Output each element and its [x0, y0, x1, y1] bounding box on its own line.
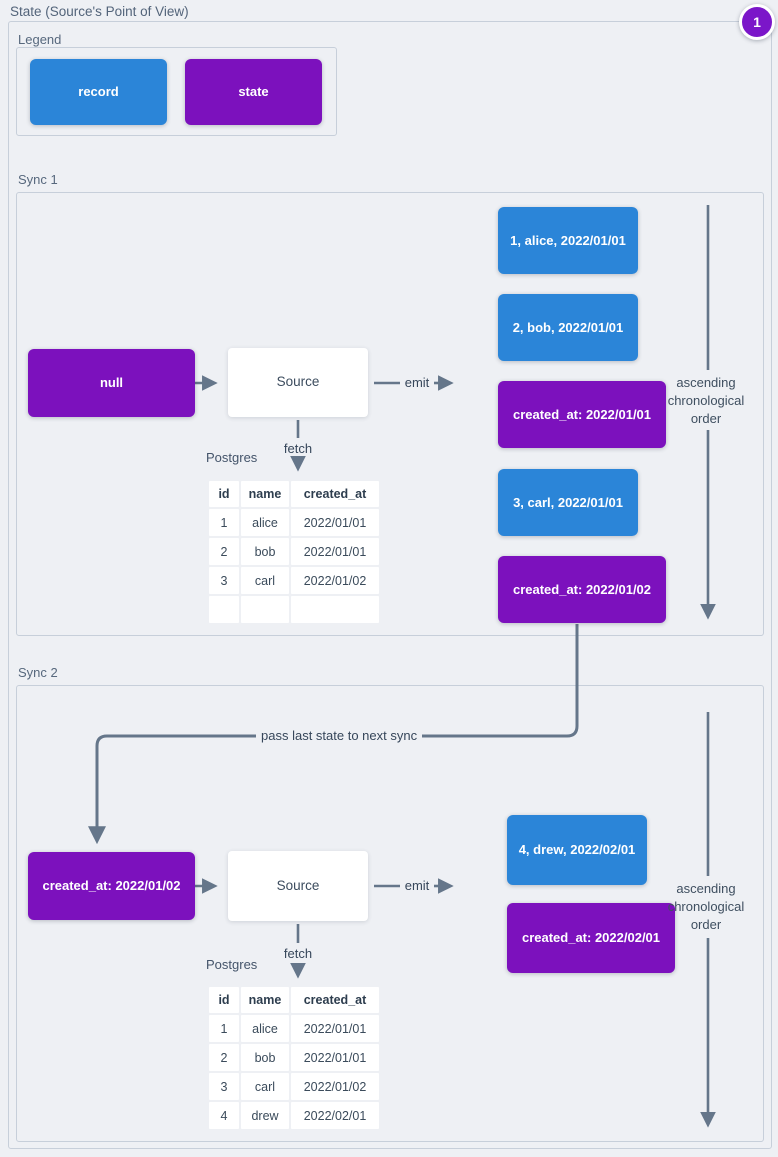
sync1-chronological-order-label: ascending chronological order [667, 375, 745, 426]
sync1-fetch-label: fetch [283, 441, 313, 456]
cell-created-at: 2022/01/01 [291, 1044, 379, 1071]
cell-id: 2 [209, 538, 239, 565]
cell-id: 3 [209, 567, 239, 594]
table-header-row: id name created_at [209, 987, 379, 1013]
table-row-empty [209, 596, 379, 623]
sync1-emit-label: emit [404, 375, 430, 390]
legend-label: Legend [18, 32, 62, 47]
col-created-at: created_at [291, 987, 379, 1013]
sync2-input-state-node: created_at: 2022/01/02 [28, 852, 195, 920]
cell-created-at [291, 596, 379, 623]
sync2-label: Sync 2 [18, 665, 58, 680]
cell-created-at: 2022/01/01 [291, 1015, 379, 1042]
cell-name: bob [241, 538, 289, 565]
record-message: 4, drew, 2022/02/01 [507, 815, 647, 885]
cell-created-at: 2022/01/01 [291, 509, 379, 536]
cell-id: 2 [209, 1044, 239, 1071]
legend-panel [16, 47, 337, 136]
sync1-input-state-node: null [28, 349, 195, 417]
record-message: 3, carl, 2022/01/01 [498, 469, 638, 536]
cell-created-at: 2022/02/01 [291, 1102, 379, 1129]
col-id: id [209, 987, 239, 1013]
cell-created-at: 2022/01/01 [291, 538, 379, 565]
cell-id: 1 [209, 509, 239, 536]
sync1-label: Sync 1 [18, 172, 58, 187]
sync2-emit-label: emit [404, 878, 430, 893]
legend-record-swatch: record [30, 59, 167, 125]
col-name: name [241, 987, 289, 1013]
col-id: id [209, 481, 239, 507]
table-row: 2 bob 2022/01/01 [209, 1044, 379, 1071]
sync2-fetch-label: fetch [283, 946, 313, 961]
record-message: 1, alice, 2022/01/01 [498, 207, 638, 274]
diagram-title: State (Source's Point of View) [10, 4, 189, 19]
table-row: 1 alice 2022/01/01 [209, 1015, 379, 1042]
sync1-postgres-label: Postgres [206, 450, 258, 465]
table-row: 3 carl 2022/01/02 [209, 567, 379, 594]
sync2-postgres-label: Postgres [206, 957, 258, 972]
col-name: name [241, 481, 289, 507]
table-row: 1 alice 2022/01/01 [209, 509, 379, 536]
cell-name: carl [241, 567, 289, 594]
record-message: 2, bob, 2022/01/01 [498, 294, 638, 361]
cell-name: drew [241, 1102, 289, 1129]
table-row: 3 carl 2022/01/02 [209, 1073, 379, 1100]
cell-id: 1 [209, 1015, 239, 1042]
sync1-postgres-table: id name created_at 1 alice 2022/01/01 2 … [207, 479, 381, 625]
col-created-at: created_at [291, 481, 379, 507]
step-badge: 1 [739, 4, 775, 40]
sync2-postgres-table: id name created_at 1 alice 2022/01/01 2 … [207, 985, 381, 1131]
sync2-chronological-order-label: ascending chronological order [667, 881, 745, 932]
sync1-source-node: Source [228, 348, 368, 417]
table-header-row: id name created_at [209, 481, 379, 507]
state-message: created_at: 2022/02/01 [507, 903, 675, 973]
state-message: created_at: 2022/01/02 [498, 556, 666, 623]
cell-created-at: 2022/01/02 [291, 1073, 379, 1100]
cell-created-at: 2022/01/02 [291, 567, 379, 594]
legend-state-swatch: state [185, 59, 322, 125]
state-pov-panel [8, 21, 772, 1149]
cell-id: 3 [209, 1073, 239, 1100]
cell-name [241, 596, 289, 623]
cell-id [209, 596, 239, 623]
pass-state-label: pass last state to next sync [256, 728, 423, 743]
cell-name: alice [241, 1015, 289, 1042]
table-row: 2 bob 2022/01/01 [209, 538, 379, 565]
table-row: 4 drew 2022/02/01 [209, 1102, 379, 1129]
cell-name: bob [241, 1044, 289, 1071]
cell-id: 4 [209, 1102, 239, 1129]
cell-name: carl [241, 1073, 289, 1100]
sync2-source-node: Source [228, 851, 368, 921]
cell-name: alice [241, 509, 289, 536]
state-message: created_at: 2022/01/01 [498, 381, 666, 448]
